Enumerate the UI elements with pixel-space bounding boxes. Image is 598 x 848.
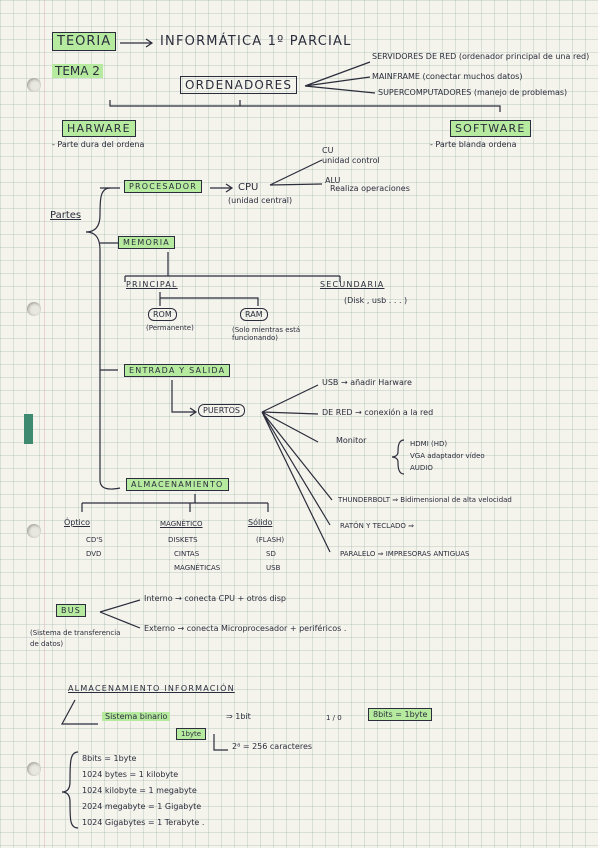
- software-box: SOFTWARE: [450, 120, 531, 137]
- bus-interno: Interno → conecta CPU + otros disp: [144, 594, 287, 603]
- unit-item: 2024 megabyte = 1 Gigabyte: [82, 802, 202, 811]
- optico-item: CD'S: [86, 536, 103, 544]
- procesador-box: PROCESADOR: [124, 180, 203, 193]
- memoria-box: MEMORIA: [118, 236, 175, 249]
- binder-hole: [27, 78, 41, 92]
- sistema-binario: Sistema binario: [102, 712, 171, 721]
- ram-desc: (Solo mientras está funcionando): [232, 326, 301, 342]
- bus-desc: (Sistema de transferencia de datos): [30, 629, 121, 648]
- byte-label: 1byte: [176, 728, 207, 740]
- ordenador-type: MAINFRAME (conectar muchos datos): [372, 72, 523, 81]
- monitor-sub: VGA adaptador vídeo: [410, 452, 485, 460]
- unit-item: 8bits = 1byte: [82, 754, 137, 763]
- almacenamiento-box: ALMACENAMIENTO: [126, 478, 229, 491]
- notebook-tab: [24, 414, 33, 444]
- alu-desc: Realiza operaciones: [330, 184, 410, 193]
- hardware-box: HARWARE: [62, 120, 136, 137]
- port-item: THUNDERBOLT ⇒ Bidimensional de alta velo…: [338, 496, 512, 504]
- partes-label: Partes: [50, 210, 82, 221]
- binder-hole: [27, 524, 41, 538]
- bus-box: BUS: [56, 604, 87, 617]
- unit-item: 1024 kilobyte = 1 megabyte: [82, 786, 197, 795]
- solido-label: Sólido: [248, 518, 273, 527]
- solido-item: SD: [266, 550, 276, 558]
- rom-desc: (Permanente): [146, 324, 194, 332]
- tema-label: TEMA 2: [52, 64, 103, 78]
- secundaria-label: SECUNDARIA: [320, 280, 385, 289]
- port-item: PARALELO ⇒ IMPRESORAS ANTIGUAS: [340, 550, 470, 558]
- software-desc: - Parte blanda ordena: [430, 140, 517, 149]
- bit-label: ⇒ 1bit: [226, 712, 251, 721]
- rom-box: ROM: [148, 308, 177, 321]
- magnetico-item: CINTAS: [174, 550, 200, 558]
- page-title: INFORMÁTICA 1º PARCIAL: [160, 34, 352, 49]
- byte-equation: 8bits = 1byte: [368, 708, 433, 721]
- unit-item: 1024 Gigabytes = 1 Terabyte .: [82, 818, 205, 827]
- optico-item: DVD: [86, 550, 102, 558]
- port-item: USB → añadir Harware: [322, 378, 412, 387]
- alu-label: ALU: [325, 176, 341, 185]
- teoria-label: TEORIA: [52, 32, 117, 51]
- magnetico-label: MAGNÉTICO: [160, 520, 203, 528]
- secundaria-desc: (Disk , usb . . . ): [344, 296, 408, 305]
- cpu-desc: (unidad central): [228, 196, 293, 205]
- ordenador-type: SUPERCOMPUTADORES (manejo de problemas): [378, 88, 568, 97]
- margin-line: [44, 0, 45, 848]
- ram-box: RAM: [240, 308, 268, 321]
- monitor-sub: HDMI (HD): [410, 440, 448, 448]
- principal-label: PRINCIPAL: [126, 280, 178, 289]
- solido-item: (FLASH): [256, 536, 285, 544]
- chars-label: 2⁸ = 256 caracteres: [232, 742, 313, 751]
- hardware-desc: - Parte dura del ordena: [52, 140, 145, 149]
- solido-item: USB: [266, 564, 281, 572]
- ordenador-type: SERVIDORES DE RED (ordenador principal d…: [372, 52, 590, 61]
- magnetico-item: DISKETS: [168, 536, 198, 544]
- cu-desc: unidad control: [322, 156, 380, 165]
- magnetico-item: MAGNÉTICAS: [174, 564, 221, 572]
- unit-item: 1024 bytes = 1 kilobyte: [82, 770, 179, 779]
- cu-label: CU: [322, 146, 334, 155]
- puertos-box: PUERTOS: [198, 404, 245, 417]
- bus-externo: Externo → conecta Microprocesador + peri…: [144, 624, 347, 633]
- ordenadores-box: ORDENADORES: [180, 76, 298, 94]
- optico-label: Óptico: [64, 518, 91, 527]
- entrada-salida-box: ENTRADA Y SALIDA: [124, 364, 231, 377]
- port-item: RATÓN Y TECLADO ⇒: [340, 522, 414, 530]
- binder-hole: [27, 302, 41, 316]
- monitor-sub: AUDIO: [410, 464, 433, 472]
- bit-values: 1 / 0: [326, 714, 342, 722]
- port-item: Monitor: [336, 436, 367, 445]
- cpu-label: CPU: [238, 182, 259, 193]
- binder-hole: [27, 762, 41, 776]
- info-title: ALMACENAMIENTO INFORMACIÓN: [68, 684, 235, 693]
- port-item: DE RED → conexión a la red: [322, 408, 434, 417]
